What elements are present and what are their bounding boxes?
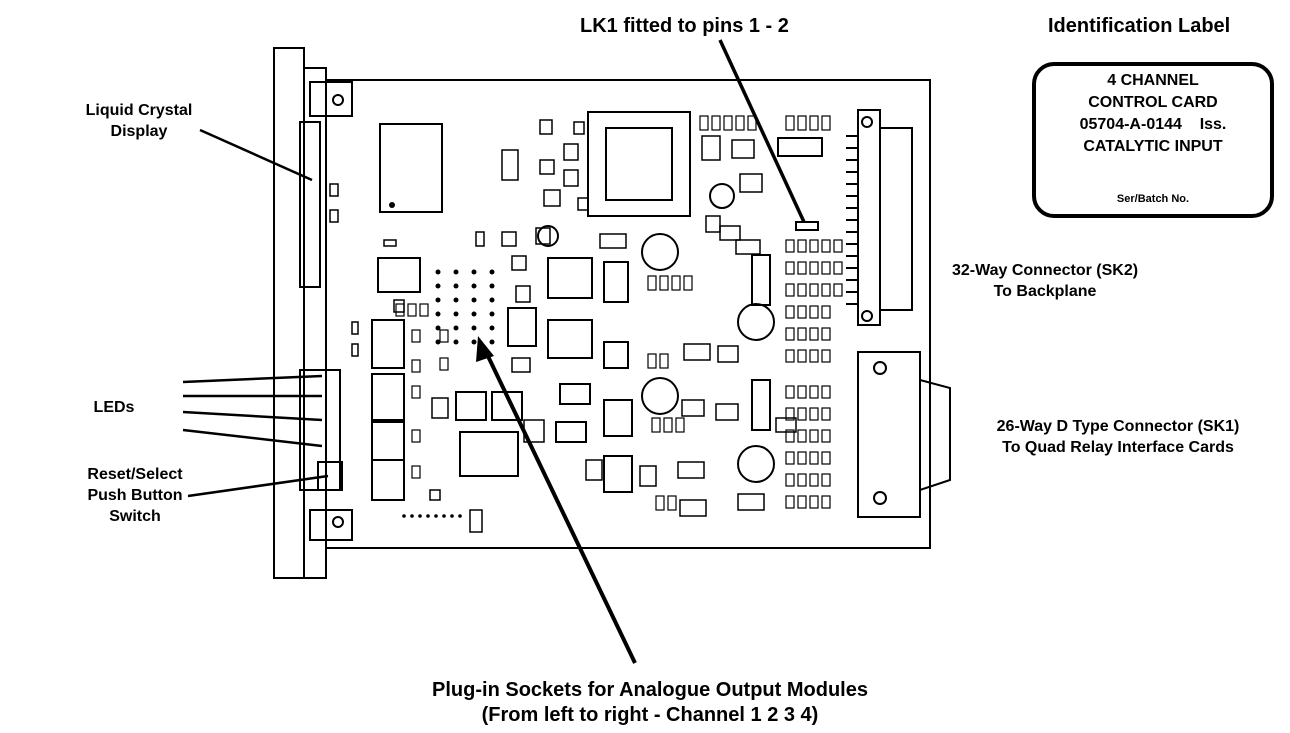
led-leader-4 bbox=[182, 428, 323, 448]
reset-leader bbox=[187, 474, 329, 498]
sk1-label: 26-Way D Type Connector (SK1) To Quad Re… bbox=[958, 416, 1278, 458]
lcd-leader bbox=[199, 128, 313, 182]
lcd-display bbox=[299, 121, 321, 288]
reset-label-line2: Push Button bbox=[87, 487, 183, 504]
top-bracket bbox=[309, 81, 353, 117]
sk1-connector-shell bbox=[919, 378, 951, 492]
id-line-1: 4 CHANNEL bbox=[1107, 72, 1199, 89]
lcd-label-line2: Display bbox=[110, 123, 168, 140]
identification-label-title: Identification Label bbox=[1048, 15, 1231, 37]
socket-pins bbox=[389, 202, 495, 518]
identification-label-box: 4 CHANNEL CONTROL CARD 05704-A-0144 Iss.… bbox=[1032, 62, 1274, 218]
sockets-label: Plug-in Sockets for Analogue Output Modu… bbox=[400, 678, 900, 728]
reset-switch bbox=[317, 461, 343, 491]
sk2-label-line1: 32-Way Connector (SK2) bbox=[951, 262, 1139, 279]
led-leader-3 bbox=[182, 410, 323, 422]
lcd-label-line1: Liquid Crystal bbox=[85, 102, 193, 119]
reset-label-line1: Reset/Select bbox=[87, 466, 183, 483]
bottom-bracket bbox=[309, 509, 353, 541]
sk2-connector-body bbox=[857, 109, 881, 326]
led-leader-1 bbox=[182, 374, 323, 384]
leds-label: LEDs bbox=[93, 399, 135, 416]
id-line-4: CATALYTIC INPUT bbox=[1083, 138, 1223, 155]
pcb-board bbox=[325, 79, 931, 549]
sockets-leader bbox=[484, 351, 637, 664]
sk2-pins bbox=[846, 135, 858, 305]
reset-label-line3: Switch bbox=[109, 508, 161, 525]
sk2-label: 32-Way Connector (SK2) To Backplane bbox=[930, 260, 1160, 302]
front-panel-inner bbox=[303, 67, 327, 579]
sockets-arrowhead bbox=[476, 336, 494, 362]
resistor-array bbox=[395, 115, 843, 511]
sockets-label-line2: (From left to right - Channel 1 2 3 4) bbox=[481, 704, 819, 726]
sk1-connector bbox=[857, 351, 921, 518]
sk2-label-line2: To Backplane bbox=[993, 283, 1097, 300]
id-line-3: 05704-A-0144 Iss. bbox=[1079, 116, 1227, 133]
sk1-label-line2: To Quad Relay Interface Cards bbox=[1002, 439, 1234, 456]
display-ic bbox=[379, 123, 443, 213]
id-line-2: CONTROL CARD bbox=[1088, 94, 1218, 111]
transformer bbox=[587, 111, 691, 217]
lk1-leader bbox=[718, 39, 806, 223]
sk1-label-line1: 26-Way D Type Connector (SK1) bbox=[996, 418, 1240, 435]
reset-switch-label: Reset/Select Push Button Switch bbox=[70, 464, 200, 527]
leader-lines bbox=[182, 128, 329, 498]
led-window bbox=[299, 369, 341, 491]
lk1-link bbox=[795, 221, 819, 231]
sk2-connector-shell bbox=[879, 127, 913, 311]
id-line-5: Ser/Batch No. bbox=[1116, 193, 1190, 205]
sockets-label-line1: Plug-in Sockets for Analogue Output Modu… bbox=[432, 679, 868, 701]
lcd-label: Liquid Crystal Display bbox=[84, 100, 194, 142]
lk1-label: LK1 fitted to pins 1 - 2 bbox=[580, 15, 789, 37]
